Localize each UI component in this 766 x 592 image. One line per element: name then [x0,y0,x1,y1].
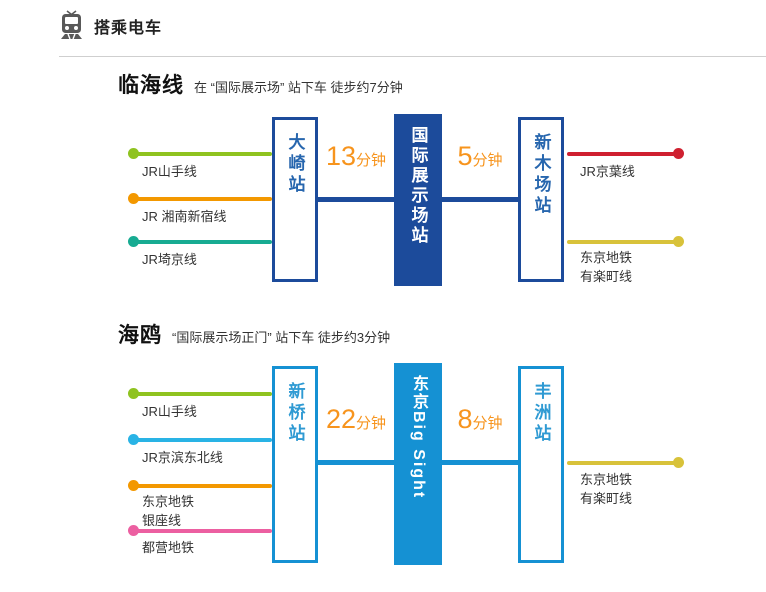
transit-line-label: 东京地铁 银座线 [142,492,194,530]
line-name: 海鸥 [118,324,162,347]
station-box-tokyo-big-sight: 东京Big Sight [394,363,442,565]
transit-line-label-line2: 有楽町线 [580,491,633,506]
line-endpoint-dot [128,193,139,204]
time-unit: 分钟 [472,415,503,432]
page-title: 搭乘电车 [94,19,163,37]
transit-line-label: 东京地铁 有楽町线 [580,248,632,286]
station-box-shin-kiba: 新木场站 [518,117,564,282]
transit-line-label-line1: 东京地铁 [580,472,633,487]
station-box-toyosu: 丰洲站 [518,366,564,563]
line-endpoint-dot [128,480,139,491]
travel-time-segment-1: 22分钟 [318,404,394,434]
transit-line-toei-subway [128,525,272,536]
transit-line-label: JR京葉线 [580,164,635,179]
transit-line-metro-yurakucho [567,457,684,468]
station-box-osaki: 大崎站 [272,117,318,282]
station-box-shimbashi: 新桥站 [272,366,318,563]
transit-line-jr-saikyo [128,236,272,247]
transit-line-label: 东京地铁 有楽町线 [580,470,632,508]
transit-line-label: JR京滨东北线 [142,450,223,465]
transit-line-label-line2: 银座线 [142,513,182,528]
station-name: 新木场站 [531,133,551,217]
transit-line-label: 都营地铁 [142,540,195,555]
time-value: 8 [457,404,473,434]
transit-line-jr-keihin-tohoku [128,434,272,445]
line-instruction: “国际展示场正门” 站下车 徒步约3分钟 [172,330,391,345]
station-name: 东京Big Sight [410,375,427,500]
travel-time-segment-2: 5分钟 [442,141,518,171]
time-unit: 分钟 [356,152,387,169]
transit-line-jr-keiyo [567,148,684,159]
transit-line-label: JR埼京线 [142,252,197,267]
transit-line-label-line1: 东京地铁 [142,494,195,509]
page-header: 搭乘电车 [58,10,162,41]
time-unit: 分钟 [356,415,387,432]
transit-line-metro-yurakucho [567,236,684,247]
section-title-rinkai: 临海线 在 “国际展示场” 站下车 徒步约7分钟 [118,69,403,99]
transit-line-metro-ginza [128,480,272,491]
line-endpoint-dot [673,457,684,468]
line-endpoint-dot [673,148,684,159]
time-unit: 分钟 [472,152,503,169]
line-endpoint-dot [128,236,139,247]
transit-line-label-line2: 有楽町线 [580,269,633,284]
line-endpoint-dot [128,434,139,445]
line-name: 临海线 [118,74,184,97]
station-name: 新桥站 [285,382,305,445]
header-divider [59,56,766,57]
station-name: 大崎站 [285,133,305,196]
time-value: 5 [457,141,473,171]
station-name: 国际展示场站 [408,126,428,246]
transit-line-jr-shonan-shinjuku [128,193,272,204]
travel-time-segment-2: 8分钟 [442,404,518,434]
transit-line-jr-yamanote [128,388,272,399]
line-instruction: 在 “国际展示场” 站下车 徒步约7分钟 [194,80,403,95]
section-title-yurikamome: 海鸥 “国际展示场正门” 站下车 徒步约3分钟 [118,319,390,349]
transit-line-label: JR山手线 [142,404,197,419]
train-icon [58,10,85,41]
route-connector [318,460,518,465]
transit-line-label: JR 湘南新宿线 [142,209,227,224]
station-name: 丰洲站 [531,382,551,445]
line-endpoint-dot [128,148,139,159]
transit-line-jr-yamanote [128,148,272,159]
line-endpoint-dot [673,236,684,247]
route-connector [318,197,518,202]
time-value: 22 [325,404,357,434]
station-box-kokusai-tenjijo: 国际展示场站 [394,114,442,286]
time-value: 13 [325,141,357,171]
line-endpoint-dot [128,525,139,536]
transit-line-label-line1: 东京地铁 [580,250,633,265]
transit-line-label: JR山手线 [142,164,197,179]
line-endpoint-dot [128,388,139,399]
travel-time-segment-1: 13分钟 [318,141,394,171]
